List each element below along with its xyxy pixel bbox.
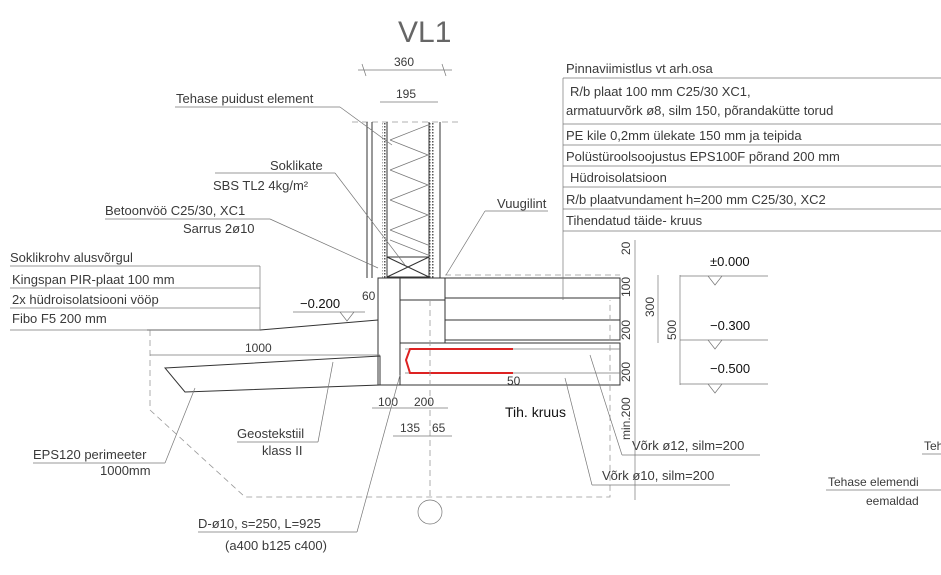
svg-text:50: 50	[507, 374, 521, 388]
svg-text:100: 100	[619, 277, 633, 297]
svg-text:Kingspan PIR-plaat 100 mm: Kingspan PIR-plaat 100 mm	[12, 272, 175, 287]
svg-text:135: 135	[400, 421, 420, 435]
label-soklikate: Soklikate	[270, 158, 323, 173]
label-vork12: Võrk ø12, silm=200	[632, 438, 744, 453]
svg-text:Tihendatud täide- kruus: Tihendatud täide- kruus	[566, 213, 703, 228]
svg-text:Teh: Teh	[924, 439, 941, 453]
svg-text:Polüstüroolsoojustus EPS100F p: Polüstüroolsoojustus EPS100F põrand 200 …	[566, 149, 840, 164]
svg-text:500: 500	[665, 320, 679, 340]
svg-text:Hüdroisolatsioon: Hüdroisolatsioon	[570, 170, 667, 185]
dim-195: 195	[380, 87, 438, 103]
svg-text:200: 200	[619, 362, 633, 382]
svg-text:Tehase elemendi: Tehase elemendi	[828, 475, 919, 489]
svg-text:1000: 1000	[245, 341, 272, 355]
level-minus-0300: −0.300	[680, 318, 768, 350]
floor-slab	[399, 274, 621, 386]
label-sarrus: Sarrus 2ø10	[183, 221, 255, 236]
svg-text:−0.300: −0.300	[710, 318, 750, 333]
label-eps-perimeter: EPS120 perimeeter	[33, 447, 147, 462]
svg-text:65: 65	[432, 421, 446, 435]
svg-text:Fibo F5 200 mm: Fibo F5 200 mm	[12, 311, 107, 326]
label-tehase-element: Tehase puidust element	[176, 91, 314, 106]
svg-text:300: 300	[643, 297, 657, 317]
level-minus-0200: −0.200 60	[293, 289, 376, 322]
svg-text:armatuurvõrk ø8, silm 150, põr: armatuurvõrk ø8, silm 150, põrandakütte …	[566, 103, 833, 118]
excavation-outline	[149, 300, 611, 498]
floor-layer-stack: Pinnaviimistlus vt arh.osa R/b plaat 100…	[562, 61, 941, 300]
svg-text:2x hüdroisolatsiooni vööp: 2x hüdroisolatsiooni vööp	[12, 292, 159, 307]
eps-perimeter-insulation	[163, 355, 381, 393]
svg-text:−0.500: −0.500	[710, 361, 750, 376]
svg-text:200: 200	[619, 320, 633, 340]
level-0000: ±0.000	[680, 254, 768, 286]
svg-text:eemaldad: eemaldad	[866, 494, 919, 508]
label-betoonvoo: Betoonvöö C25/30, XC1	[105, 203, 245, 218]
drain-pipe	[417, 499, 443, 525]
svg-text:100: 100	[378, 395, 398, 409]
label-vork10: Võrk ø10, silm=200	[602, 468, 714, 483]
label-sbs: SBS TL2 4kg/m²	[213, 178, 309, 193]
ground-line	[147, 319, 379, 331]
svg-text:(a400 b125 c400): (a400 b125 c400)	[225, 538, 327, 553]
rebar-d10	[404, 348, 513, 374]
concrete-ring-beam	[399, 277, 446, 301]
svg-text:klass II: klass II	[262, 443, 302, 458]
label-tih-kruus: Tih. kruus	[505, 404, 566, 420]
svg-text:360: 360	[394, 55, 414, 69]
svg-text:R/b plaatvundament h=200 mm C2: R/b plaatvundament h=200 mm C25/30, XC2	[566, 192, 826, 207]
left-layer-stack: Soklikrohv alusvõrgul Kingspan PIR-plaat…	[10, 250, 261, 331]
dim-360: 360	[358, 55, 452, 77]
svg-text:±0.000: ±0.000	[710, 254, 750, 269]
dims-bottom: 100 200 135 65	[372, 395, 452, 437]
level-minus-0500: −0.500	[680, 361, 768, 394]
label-vuugilint: Vuugilint	[497, 196, 547, 211]
label-d-bar: D-ø10, s=250, L=925	[198, 516, 321, 531]
svg-text:PE kile 0,2mm ülekate 150 mm j: PE kile 0,2mm ülekate 150 mm ja teipida	[566, 128, 802, 143]
svg-text:Pinnaviimistlus vt arh.osa: Pinnaviimistlus vt arh.osa	[566, 61, 713, 76]
svg-text:−0.200: −0.200	[300, 296, 340, 311]
dim-1000: 1000	[150, 341, 380, 356]
plinth-insulation	[377, 277, 401, 386]
svg-text:195: 195	[396, 87, 416, 101]
svg-text:Soklikrohv alusvõrgul: Soklikrohv alusvõrgul	[10, 250, 133, 265]
svg-text:200: 200	[414, 395, 434, 409]
svg-text:1000mm: 1000mm	[100, 463, 151, 478]
beam-lower	[399, 299, 446, 344]
svg-text:20: 20	[619, 241, 633, 255]
svg-text:R/b plaat 100 mm C25/30 XC1,: R/b plaat 100 mm C25/30 XC1,	[570, 84, 751, 99]
label-geotekstiil: Geostekstiil	[237, 426, 304, 441]
vertical-dimensions: 20 100 200 300 500 200 min.200	[619, 240, 681, 500]
timber-wall-element	[352, 121, 462, 278]
svg-text:min.200: min.200	[619, 397, 633, 440]
svg-text:60: 60	[362, 289, 376, 303]
detail-title: VL1	[398, 16, 451, 49]
